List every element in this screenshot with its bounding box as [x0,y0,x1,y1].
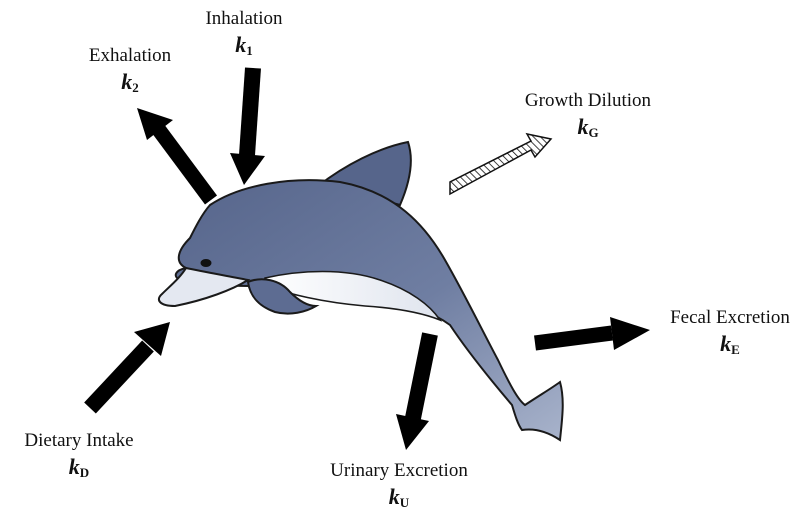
label-growth-dilution-name: Growth Dilution [508,90,668,112]
rate-constant-kE: kE [655,331,805,358]
arrow-fecal-excretion [535,317,650,350]
dolphin-body [176,180,563,440]
arrow-inhalation [230,68,265,185]
label-inhalation: Inhalation k1 [196,8,292,59]
dolphin-figure [159,142,563,440]
label-urinary-excretion-name: Urinary Excretion [312,460,486,482]
rate-constant-k1: k1 [196,32,292,59]
label-fecal-excretion-name: Fecal Excretion [655,307,805,329]
label-growth-dilution: Growth Dilution kG [508,90,668,141]
label-exhalation-name: Exhalation [78,45,182,67]
dolphin-eye [201,259,212,267]
rate-constant-k2: k2 [78,69,182,96]
label-urinary-excretion: Urinary Excretion kU [312,460,486,511]
arrow-growth-dilution [450,134,551,194]
rate-constant-kD: kD [4,454,154,481]
arrow-dietary-intake [90,322,170,408]
rate-constant-kU: kU [312,484,486,511]
label-dietary-intake: Dietary Intake kD [4,430,154,481]
arrow-urinary-excretion [396,334,430,450]
arrow-exhalation [137,108,211,200]
label-fecal-excretion: Fecal Excretion kE [655,307,805,358]
label-inhalation-name: Inhalation [196,8,292,30]
label-dietary-intake-name: Dietary Intake [4,430,154,452]
label-exhalation: Exhalation k2 [78,45,182,96]
rate-constant-kG: kG [508,114,668,141]
